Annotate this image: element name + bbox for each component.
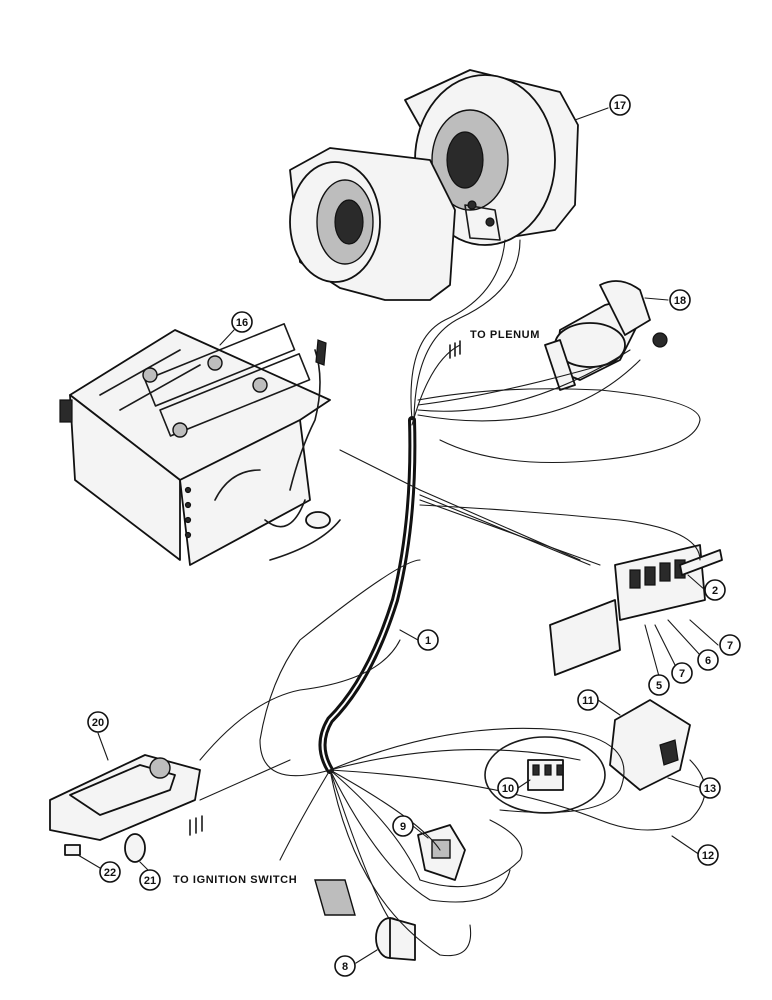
callout-8: 8 bbox=[334, 955, 356, 977]
svg-text:10: 10 bbox=[502, 783, 514, 795]
svg-text:6: 6 bbox=[705, 655, 711, 667]
callout-22: 22 bbox=[99, 861, 121, 883]
svg-text:11: 11 bbox=[582, 695, 594, 707]
svg-text:2: 2 bbox=[712, 585, 718, 597]
svg-text:18: 18 bbox=[674, 295, 686, 307]
svg-text:21: 21 bbox=[144, 875, 156, 887]
callout-9: 9 bbox=[392, 815, 414, 837]
connector-block bbox=[549, 544, 723, 676]
svg-text:5: 5 bbox=[656, 680, 662, 692]
switch-11 bbox=[609, 699, 691, 791]
lamp-housing bbox=[49, 754, 201, 841]
callout-2: 2 bbox=[704, 579, 726, 601]
bulb bbox=[124, 833, 146, 863]
callout-6: 6 bbox=[697, 649, 719, 671]
svg-text:12: 12 bbox=[702, 850, 714, 862]
callout-5: 5 bbox=[648, 674, 670, 696]
lighter-socket bbox=[314, 879, 416, 961]
callout-17: 17 bbox=[609, 94, 631, 116]
svg-text:20: 20 bbox=[92, 717, 104, 729]
callout-12: 12 bbox=[697, 844, 719, 866]
svg-text:8: 8 bbox=[342, 961, 348, 973]
callout-13: 13 bbox=[699, 777, 721, 799]
callout-7-lower: 7 bbox=[671, 662, 693, 684]
svg-text:9: 9 bbox=[400, 821, 406, 833]
wiring-harness bbox=[189, 239, 706, 957]
svg-text:1: 1 bbox=[425, 635, 431, 647]
svg-text:7: 7 bbox=[727, 640, 733, 652]
callout-21: 21 bbox=[139, 869, 161, 891]
callout-20: 20 bbox=[87, 711, 109, 733]
to-plenum-label: TO PLENUM bbox=[470, 329, 540, 341]
callout-10: 10 bbox=[497, 777, 519, 799]
svg-text:16: 16 bbox=[236, 317, 248, 329]
to-ignition-switch-label: TO IGNITION SWITCH bbox=[173, 874, 297, 886]
svg-text:13: 13 bbox=[704, 783, 716, 795]
callout-18: 18 bbox=[669, 289, 691, 311]
svg-text:7: 7 bbox=[679, 668, 685, 680]
callout-1: 1 bbox=[417, 629, 439, 651]
switch-10 bbox=[484, 736, 606, 814]
radio-unit bbox=[59, 323, 341, 566]
svg-text:22: 22 bbox=[104, 867, 116, 879]
callout-7-upper: 7 bbox=[719, 634, 741, 656]
callout-16: 16 bbox=[231, 311, 253, 333]
leader-lines bbox=[77, 107, 719, 964]
blower-motor-assembly bbox=[289, 69, 579, 301]
screw bbox=[64, 844, 81, 856]
svg-text:17: 17 bbox=[614, 100, 626, 112]
callout-11: 11 bbox=[577, 689, 599, 711]
actuator-motor bbox=[544, 280, 668, 391]
